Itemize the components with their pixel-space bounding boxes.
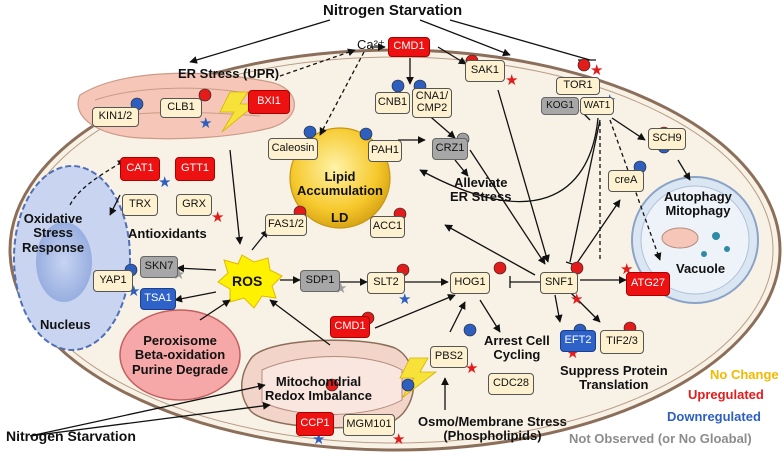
gene-gtt1: GTT1 (175, 157, 215, 181)
gene-slt2: SLT2 (367, 272, 405, 294)
er-stress-label: ER Stress (UPR) (178, 66, 280, 81)
ld-label: LD (331, 210, 349, 225)
gene-kin12: KIN1/2 (92, 107, 139, 127)
mitochondrial-label: Mitochondrial Redox Imbalance (265, 374, 372, 404)
legend-downregulated: Downregulated (667, 409, 761, 424)
osmo-stress-label: Osmo/Membrane Stress (Phospholipids) (418, 414, 567, 444)
ros-burst (217, 254, 283, 309)
gene-crz1: CRZ1 (432, 138, 468, 160)
star-markers: ★ ★ ★ ★ ★ ★ ★ ★ ★ ★ ★ ★ ★ ★ ★ ★ (127, 61, 633, 448)
gene-grx: GRX (176, 194, 212, 216)
autophagy-label: Autophagy Mitophagy (664, 189, 732, 219)
suppress-translation-label: Suppress Protein Translation (560, 363, 668, 393)
gene-kog1: KOG1 (541, 97, 579, 115)
gene-cmd1-mid: CMD1 (330, 316, 370, 338)
gene-cna1: CNA1/ CMP2 (412, 88, 452, 118)
gene-clb1: CLB1 (160, 98, 202, 118)
gene-crea: creA (608, 170, 644, 192)
gene-sak1: SAK1 (465, 60, 505, 82)
vacuole-label: Vacuole (676, 261, 726, 276)
gene-cnb1: CNB1 (375, 92, 410, 114)
peroxisome-organelle (119, 309, 241, 401)
nucleus-label: Nucleus (40, 317, 91, 332)
legend-not-observed: Not Observed (or No Gloabal) (569, 431, 752, 446)
svg-text:★: ★ (211, 208, 224, 226)
svg-text:★: ★ (590, 61, 603, 79)
nitrogen-starvation-top: Nitrogen Starvation (323, 2, 463, 19)
lipid-accumulation-label: Lipid Accumulation (297, 169, 383, 199)
oxidative-stress-label: Oxidative Stress Response (22, 211, 85, 255)
gene-cmd1-top: CMD1 (388, 37, 430, 57)
svg-text:★: ★ (158, 173, 171, 191)
gene-eft2: EFT2 (560, 330, 596, 352)
legend-no-change: No Change (710, 367, 779, 382)
gene-cat1: CAT1 (120, 157, 160, 181)
gene-caleosin: Caleosin (268, 138, 318, 160)
svg-text:★: ★ (199, 114, 212, 132)
vacuole-organelle (631, 176, 759, 304)
gene-pah1: PAH1 (368, 140, 402, 162)
gene-skn7: SKN7 (140, 256, 178, 278)
gene-wat1: WAT1 (580, 97, 614, 115)
gene-hog1: HOG1 (450, 272, 490, 294)
lightning-er (219, 91, 258, 133)
nucleus-organelle (13, 165, 131, 351)
gene-atg27: ATG27 (626, 272, 670, 296)
svg-text:★: ★ (398, 290, 411, 308)
gene-cdc28: CDC28 (488, 373, 534, 395)
gene-sdp1: SDP1 (300, 270, 340, 292)
gene-yap1: YAP1 (93, 270, 133, 292)
gene-acc1: ACC1 (370, 216, 405, 238)
gene-mgm101: MGM101 (343, 414, 395, 436)
legend-upregulated: Upregulated (688, 387, 764, 402)
gene-tor1: TOR1 (556, 77, 600, 95)
alleviate-er-stress-label: Alleviate ER Stress (450, 175, 512, 205)
gene-tif23: TIF2/3 (600, 330, 644, 354)
gene-snf1: SNF1 (540, 272, 578, 294)
calcium-label: Ca²⁺ (357, 37, 385, 52)
gene-tsa1: TSA1 (140, 288, 176, 310)
peroxisome-label: Peroxisome Beta-oxidation Purine Degrade (132, 333, 229, 377)
svg-text:★: ★ (392, 430, 405, 448)
gene-sch9: SCH9 (648, 128, 686, 150)
antioxidants-label: Antioxidants (128, 226, 207, 241)
nitrogen-starvation-bottom: Nitrogen Starvation (6, 428, 136, 444)
gene-trx: TRX (122, 194, 158, 216)
gene-bxi1: BXI1 (248, 90, 290, 114)
gene-pbs2: PBS2 (430, 346, 468, 368)
gene-ccp1: CCP1 (296, 412, 334, 436)
ros-label: ROS (232, 273, 263, 289)
svg-text:★: ★ (505, 71, 518, 89)
gene-fas12: FAS1/2 (265, 214, 307, 236)
svg-text:★: ★ (570, 290, 583, 308)
svg-text:★: ★ (465, 359, 478, 377)
arrest-cell-cycling-label: Arrest Cell Cycling (484, 333, 550, 363)
